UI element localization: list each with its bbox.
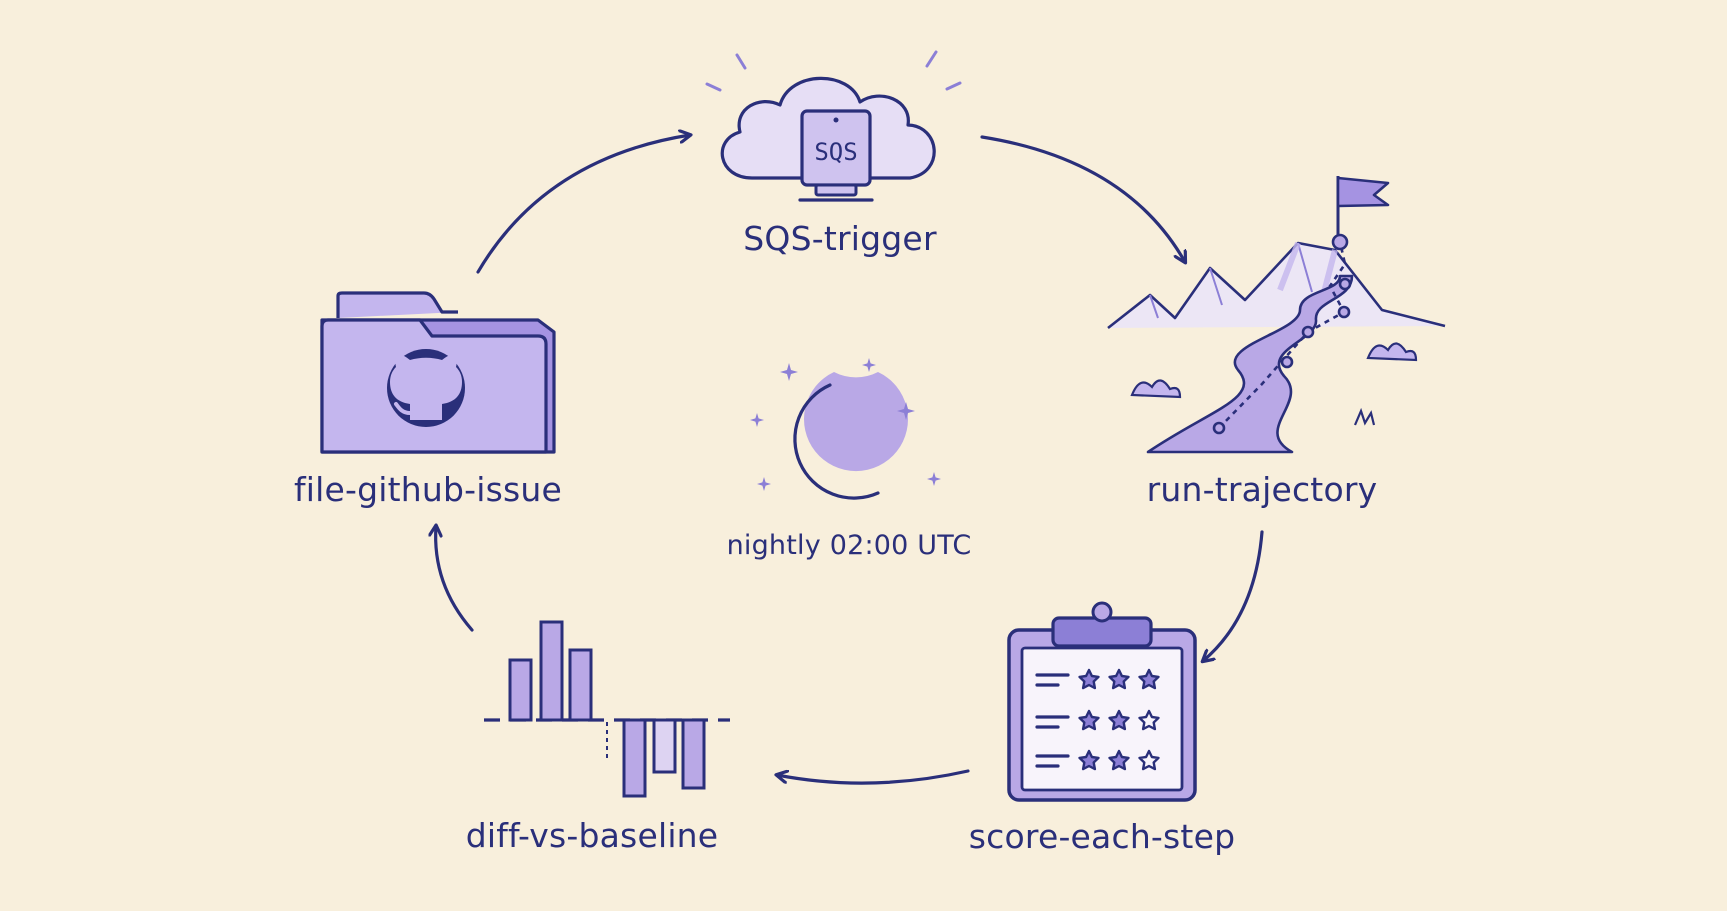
- clipboard-stars-icon: [1007, 601, 1197, 802]
- sqs-icon-text: SQS: [814, 138, 857, 166]
- step-label-diff-vs-baseline: diff-vs-baseline: [465, 816, 719, 855]
- cloud-sqs-icon: SQS: [705, 50, 962, 202]
- step-label-file-github-issue: file-github-issue: [293, 470, 563, 509]
- github-folder-icon: [320, 291, 556, 454]
- step-label-score-each-step: score-each-step: [968, 817, 1236, 856]
- arrow-run-to-score: [1203, 530, 1264, 661]
- arrow-issue-to-sqs: [476, 135, 690, 274]
- step-label-run-trajectory: run-trajectory: [1146, 470, 1378, 509]
- schedule-label: nightly 02:00 UTC: [726, 530, 972, 561]
- bar-diff-icon: [484, 620, 730, 798]
- moon-stars-icon: [750, 358, 941, 500]
- mountain-path-icon: [1107, 176, 1446, 454]
- step-label-sqs-trigger: SQS-trigger: [743, 219, 937, 258]
- arrow-sqs-to-run: [980, 135, 1185, 262]
- arrow-score-to-diff: [777, 769, 970, 785]
- arrow-diff-to-issue: [436, 526, 474, 632]
